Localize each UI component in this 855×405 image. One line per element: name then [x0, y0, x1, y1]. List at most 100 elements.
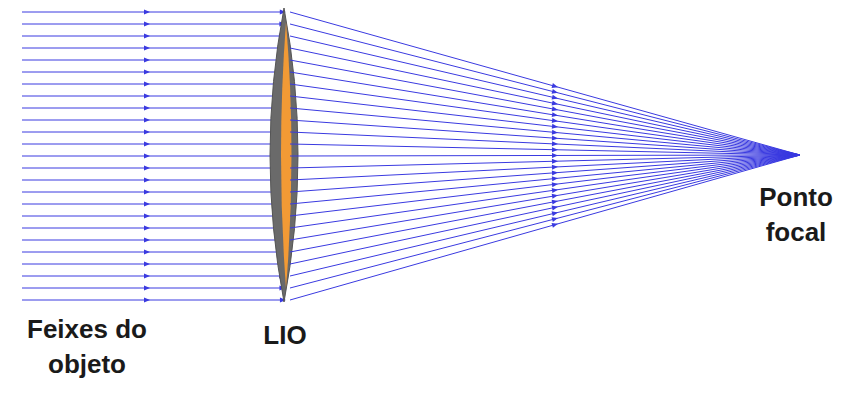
- ray-line: [290, 155, 800, 252]
- ray-arrowhead: [552, 170, 558, 175]
- ray-arrowhead: [144, 142, 150, 147]
- ray-arrowhead: [552, 95, 558, 100]
- ray-line: [22, 252, 282, 253]
- ray-arrowhead: [144, 82, 150, 87]
- ray-arrowhead: [552, 194, 558, 199]
- ray-line: [290, 48, 800, 155]
- ray-line: [22, 156, 281, 157]
- ray-line: [22, 36, 283, 37]
- ray-arrowhead: [552, 141, 558, 146]
- ray-arrowhead: [144, 190, 150, 195]
- ray-line: [22, 204, 281, 205]
- ray-arrowhead: [552, 188, 558, 193]
- ray-line: [290, 155, 800, 300]
- ray-arrowhead: [552, 211, 558, 216]
- ray-line: [290, 120, 800, 155]
- ray-arrowhead: [144, 214, 150, 219]
- ray-line: [290, 12, 800, 155]
- ray-line: [22, 300, 284, 301]
- ray-line: [22, 84, 282, 85]
- ray-arrowhead: [144, 22, 150, 27]
- ray-line: [290, 24, 800, 155]
- ray-line: [22, 48, 283, 49]
- ray-line: [22, 60, 282, 61]
- ray-line: [290, 60, 800, 155]
- ray-arrowhead: [552, 217, 558, 222]
- ray-line: [22, 120, 281, 121]
- ray-arrowhead: [144, 286, 150, 291]
- ray-arrowhead: [144, 34, 150, 39]
- lens-core: [281, 22, 292, 288]
- ray-arrowhead: [144, 10, 150, 15]
- ray-line: [290, 84, 800, 155]
- ray-line: [22, 276, 283, 277]
- ray-line: [22, 240, 282, 241]
- ray-arrowhead: [552, 135, 558, 140]
- ray-line: [22, 96, 281, 97]
- ray-line: [290, 155, 800, 276]
- ray-line: [22, 72, 282, 73]
- ray-arrowhead: [144, 58, 150, 63]
- ray-line: [290, 155, 800, 264]
- ray-arrowhead: [552, 83, 558, 88]
- ray-line: [22, 168, 281, 169]
- ray-line: [22, 216, 282, 217]
- ray-arrowhead: [144, 202, 150, 207]
- lens-body: [270, 8, 298, 302]
- ray-arrowhead: [552, 182, 558, 187]
- ray-arrowhead: [144, 94, 150, 99]
- ray-arrowhead: [552, 101, 558, 106]
- ray-arrowhead: [144, 262, 150, 267]
- light-rays: [22, 10, 286, 303]
- ray-arrowhead: [144, 154, 150, 159]
- ray-arrowhead: [144, 118, 150, 123]
- ray-arrowhead: [552, 89, 558, 94]
- ray-arrowhead: [144, 274, 150, 279]
- ray-arrowhead: [144, 106, 150, 111]
- ray-arrowhead: [552, 112, 558, 117]
- ray-arrowhead: [552, 176, 558, 181]
- ray-arrowhead: [144, 178, 150, 183]
- ray-line: [22, 264, 283, 265]
- ray-line: [22, 180, 281, 181]
- ray-line: [290, 132, 800, 155]
- ray-line: [290, 155, 800, 156]
- lens-label: LIO: [245, 318, 325, 353]
- ray-arrowhead: [144, 298, 150, 303]
- ray-line: [22, 12, 284, 13]
- ray-line: [290, 96, 800, 155]
- ray-line: [22, 288, 283, 289]
- ray-arrowhead: [552, 130, 558, 135]
- ray-arrowhead: [552, 153, 558, 158]
- ray-line: [290, 108, 800, 155]
- ray-line: [22, 192, 281, 193]
- ray-arrowhead: [552, 206, 558, 211]
- ray-line: [290, 72, 800, 155]
- ray-line: [290, 155, 800, 288]
- ray-line: [290, 155, 800, 204]
- ray-line: [290, 155, 800, 228]
- ray-arrowhead: [144, 238, 150, 243]
- object-rays-label: Feixes do objeto: [2, 312, 172, 382]
- ray-line: [290, 36, 800, 155]
- ray-arrowhead: [552, 159, 558, 164]
- ray-arrowhead: [144, 130, 150, 135]
- ray-line: [22, 228, 282, 229]
- focal-point-label: Ponto focal: [742, 180, 850, 250]
- ray-arrowhead: [552, 200, 558, 205]
- ray-arrowhead: [552, 118, 558, 123]
- ray-arrowhead: [552, 165, 558, 170]
- ray-arrowhead: [552, 147, 558, 152]
- ray-arrowhead: [144, 46, 150, 51]
- ray-arrowhead: [144, 70, 150, 75]
- ray-arrowhead: [144, 226, 150, 231]
- ray-arrowhead: [144, 250, 150, 255]
- ray-arrowhead: [552, 124, 558, 129]
- ray-arrowhead: [552, 223, 558, 228]
- ray-line: [290, 155, 800, 216]
- refracted-rays: [290, 12, 800, 300]
- ray-arrowhead: [552, 106, 558, 111]
- ray-line: [22, 144, 281, 145]
- ray-line: [290, 144, 800, 155]
